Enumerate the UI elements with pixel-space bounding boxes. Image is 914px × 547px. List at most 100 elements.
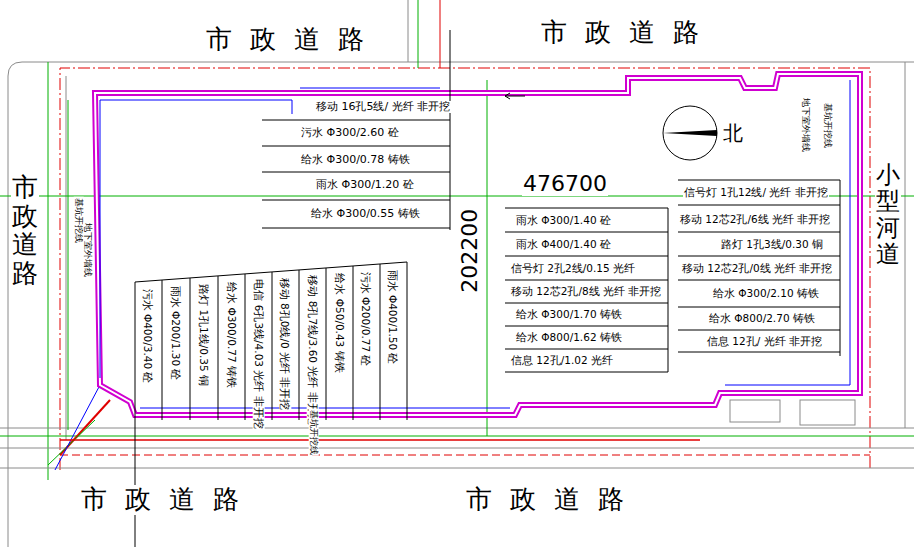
pipe-line [100,100,101,378]
road-name: 市政道路 [188,25,383,55]
road-edge [0,468,914,469]
table-rule [272,272,273,420]
pipe-spec: 信号灯 2孔2线/0.15 光纤 [510,262,636,274]
pipe-line [100,100,292,114]
line-note: 地下室外墙线 [83,222,93,278]
road-name: 市政道路 [523,18,718,48]
table-rule [668,208,669,372]
pipe-spec: 给水 Φ300/2.10 铸铁 [712,287,820,299]
north-arrow [663,106,717,160]
pipe-spec: 移动 12芯2孔/8线 光纤 非开挖 [510,285,662,297]
pipe-spec: 给水 Φ50/0.43 铸铁 [334,273,346,374]
pipe-spec: 信号灯 1孔12线/ 光纤 非开挖 [683,186,829,198]
small-arrow [505,93,525,99]
pipe-line [48,420,95,465]
north-label: 北 [722,122,744,145]
site-outline-inner [95,74,860,415]
table-rule [245,274,246,420]
pipe-spec: 给水 Φ300/0.77 铸铁 [225,281,237,389]
river-name: 小型河道 [875,162,901,268]
table-rule [218,276,219,420]
green-line [0,436,914,437]
pipe-spec: 信息 12孔/1.02 光纤 [510,354,614,366]
dimension: 202200 [457,207,482,293]
table-rule [162,280,163,420]
table-rule [262,228,450,229]
table-rule [678,280,840,281]
pipe-spec: 路灯 1孔1线/0.35 铜 [198,283,210,387]
pipe-line [300,88,440,89]
dimension: 476700 [522,171,608,196]
pipe-spec: 给水 Φ300/0.55 铸铁 [310,208,421,221]
pipe-spec: 雨水 Φ300/1.40 砼 [515,214,612,226]
road-edge [0,448,914,449]
site-outline [95,74,860,415]
table-rule [505,372,668,373]
red-line [60,455,870,456]
table-rule [190,278,191,420]
pipe-line [60,439,700,441]
green-line [68,100,69,430]
buildings [730,400,855,425]
table-rule [380,264,381,420]
road-name: 市政道路 [11,173,39,287]
building [730,400,780,422]
table-rule [326,268,327,420]
pipe-spec: 雨水 Φ300/1.20 砼 [315,179,415,192]
table-rule [678,232,840,233]
pipe-spec: 污水 Φ200/0.77 砼 [360,271,372,368]
red-line [440,0,441,68]
pipe-spec: 路灯 1孔3线/0.30 铜 [720,238,824,250]
blue-lines [100,80,850,408]
compass-circle [663,106,717,160]
table-rule [262,200,450,201]
river-edge [905,62,906,428]
table-rule [505,349,668,350]
pipe-spec: 电信 6孔3线/4.03 光纤 非开挖 [253,279,265,430]
line-note: 地下室外墙线 [801,97,811,153]
table-rule [678,307,840,308]
pipe-spec: 移动 16孔5线/ 光纤 非开挖 [315,101,451,114]
pipe-line [55,385,100,470]
pipe-spec: 给水 Φ800/1.62 铸铁 [515,331,623,343]
road-name: 市政道路 [448,485,643,515]
pipe-spec: 移动 8孔7线/3.60 光纤 非开挖 [307,275,319,426]
table-rule [505,232,668,233]
road-edge [0,428,914,429]
table-rule [505,303,668,304]
pipe-spec: 给水 Φ300/1.70 铸铁 [515,308,623,320]
table-rule [407,262,408,420]
pipe-spec: 雨水 Φ400/1.40 砼 [515,238,612,250]
pipe-spec: 雨水 Φ200/1.30 砼 [170,285,182,382]
table-rule [353,266,354,420]
table-rule [505,208,668,209]
road-edge [66,76,67,440]
table-rule [678,330,840,331]
table-rule [678,256,840,257]
pipe-spec: 污水 Φ300/2.60 砼 [300,127,400,140]
compass-needle [663,130,717,136]
table-rule [505,280,668,281]
green-line [48,62,49,480]
table-rule [262,120,450,121]
road-edge [408,0,409,62]
pipe-spec: 给水 Φ800/2.70 铸铁 [708,312,816,324]
pipe-spec: 移动 8孔0线/0 光纤 非开挖 [279,277,291,412]
line-note: 基坑开挖线 [308,409,318,456]
pipe-spec: 污水 Φ400/3.40 砼 [142,287,154,384]
table-rule [299,270,300,420]
road-edge [8,62,914,547]
building [800,400,855,425]
table-rule [505,326,668,327]
table-rule [678,180,840,181]
green-line [418,0,419,68]
pipe-spec: 移动 12芯2孔/0线 光纤 非开挖 [681,262,833,274]
table-rule [262,146,450,147]
table-rule [678,205,840,206]
table-rule [678,352,840,353]
line-note: 基坑开挖线 [73,197,83,244]
